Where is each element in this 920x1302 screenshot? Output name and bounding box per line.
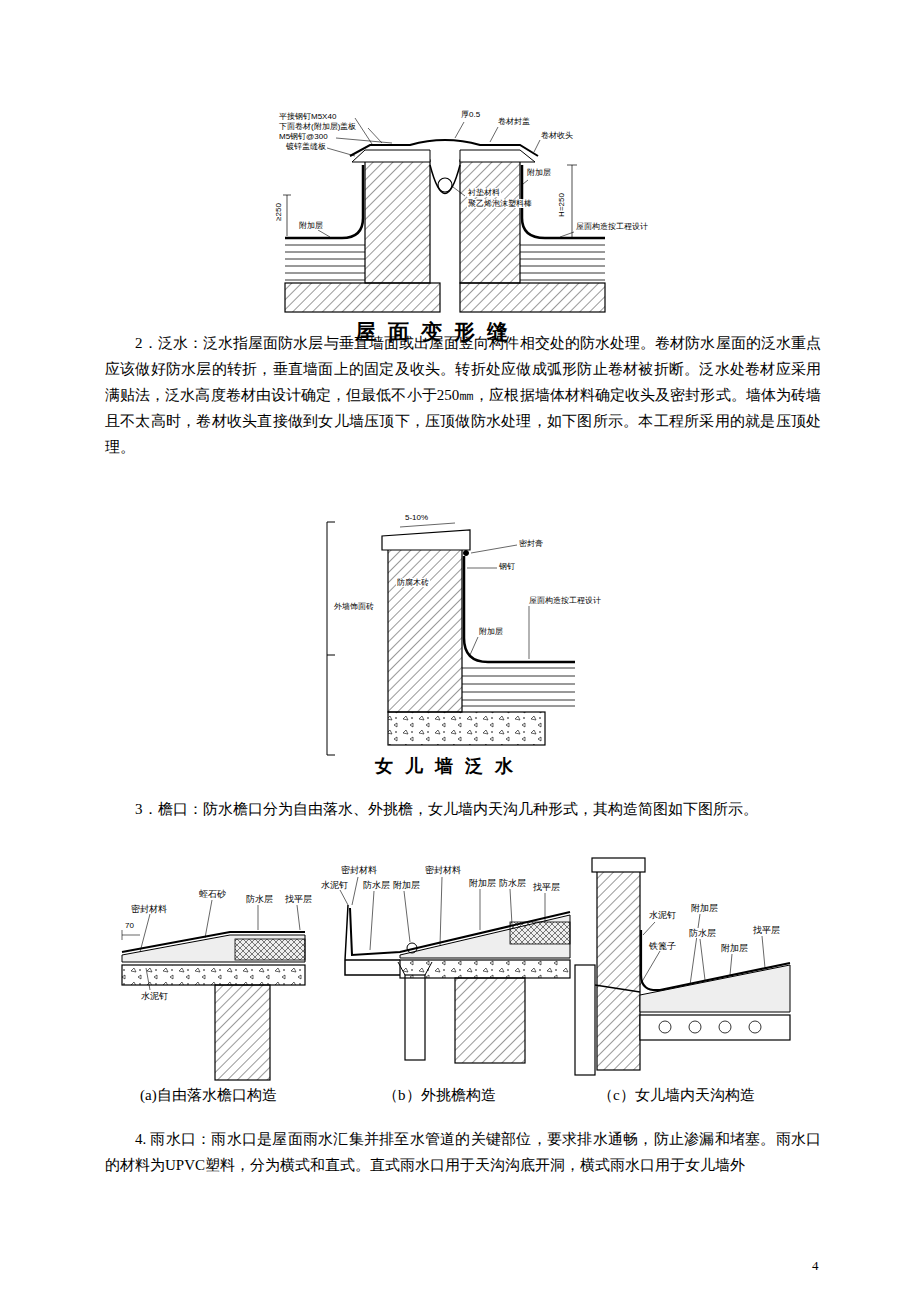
callout-label: 附加层 — [392, 880, 421, 890]
callout-label: 外墙饰面砖 — [333, 602, 375, 611]
callout-label: M5钢钉@300 — [278, 132, 329, 141]
figure-caption: (a)自由落水檐口构造 — [140, 1087, 277, 1104]
body-paragraph: 4. 雨水口：雨水口是屋面雨水汇集并排至水管道的关键部位，要求排水通畅，防止渗漏… — [105, 1126, 821, 1178]
page-number: 4 — [812, 1259, 819, 1274]
callout-label: 防腐木砖 — [396, 578, 430, 587]
callout-label: 防水层 — [245, 894, 274, 904]
callout-label: 衬垫材料 — [467, 188, 501, 197]
callout-label: 密封材料 — [130, 904, 168, 914]
callout-label: 屋面构造按工程设计 — [575, 222, 649, 231]
figure-caption: 女儿墙泛水 — [375, 756, 525, 777]
callout-label: 防水层 — [498, 878, 527, 888]
callout-label: 70 — [124, 921, 135, 930]
callout-label: 屋面构造按工程设计 — [528, 596, 602, 605]
deformation-joint-figure — [283, 118, 605, 312]
dimension-label: H=250 — [557, 192, 566, 218]
callout-label: 附加层 — [298, 221, 324, 230]
callout-label: 防水层 — [688, 928, 717, 938]
callout-label: 镀锌盖缝板 — [285, 142, 327, 151]
callout-label: 钢钉 — [498, 562, 516, 571]
callout-label: 密封膏 — [518, 539, 544, 548]
callout-label: 防水层 — [362, 880, 391, 890]
callout-label: 附加层 — [720, 943, 749, 953]
callout-label: 附加层 — [690, 903, 719, 913]
body-paragraph: 2．泛水：泛水指屋面防水层与垂直墙面或出屋面竖向构件相交处的防水处理。卷材防水屋… — [105, 330, 821, 460]
callout-label: 水泥钉 — [140, 991, 169, 1001]
callout-label: 密封材料 — [340, 865, 378, 875]
body-paragraph: 3．檐口：防水檐口分为自由落水、外挑檐，女儿墙内天沟几种形式，其构造简图如下图所… — [105, 796, 821, 822]
callout-label: 下面卷材(附加层)盖板 — [278, 122, 357, 131]
eave-figure-a — [122, 900, 305, 1080]
callout-label: 平接钢钉M5X40 — [278, 112, 337, 121]
callout-label: 附加层 — [526, 168, 552, 177]
eave-figure-c — [575, 858, 790, 1075]
callout-label: 密封材料 — [424, 865, 462, 875]
parapet-flashing-figure — [327, 522, 575, 755]
callout-label: 附加层 — [468, 878, 497, 888]
callout-label: 水泥钉 — [320, 880, 349, 890]
callout-label: 卷材封盖 — [497, 117, 531, 126]
callout-label: 5-10% — [404, 513, 429, 522]
figure-caption: （c）女儿墙内天沟构造 — [598, 1087, 755, 1104]
callout-label: 附加层 — [478, 627, 504, 636]
dimension-label: ≥250 — [274, 202, 283, 222]
callout-label: 聚乙烯泡沫塑料棒 — [467, 199, 533, 208]
callout-label: 找平层 — [752, 925, 781, 935]
callout-label: 蛭石砂 — [198, 889, 227, 899]
callout-label: 找平层 — [284, 894, 313, 904]
callout-label: 铁篦子 — [648, 941, 677, 951]
callout-label: 水泥钉 — [648, 910, 677, 920]
callout-label: 找平层 — [532, 882, 561, 892]
callout-label: 厚0.5 — [460, 110, 481, 119]
figure-caption: （b）外挑檐构造 — [383, 1087, 496, 1104]
callout-label: 卷材收头 — [540, 131, 574, 140]
eave-figure-b — [340, 877, 570, 1063]
